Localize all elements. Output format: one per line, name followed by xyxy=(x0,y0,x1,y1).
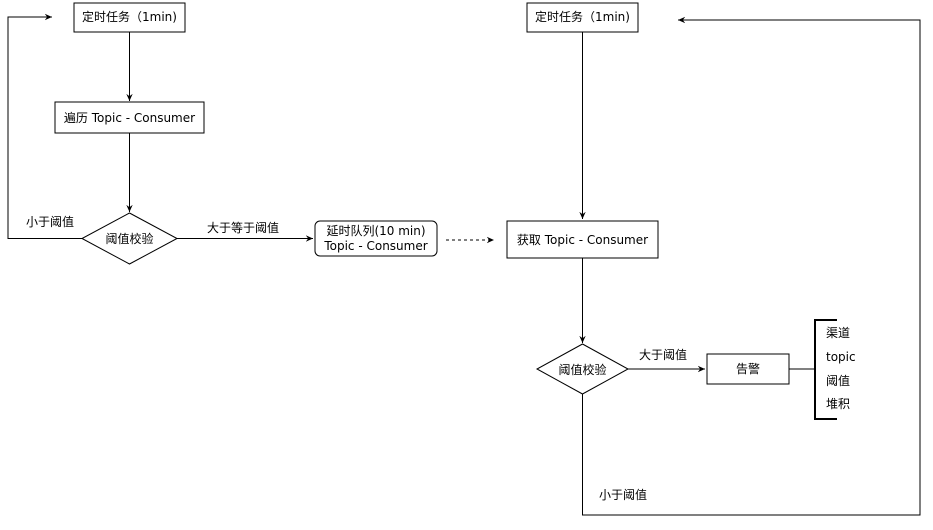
right-less-than-threshold-label: 小于阈值 xyxy=(599,487,647,502)
alarm-label: 告警 xyxy=(736,361,760,376)
right-threshold-check-label: 阈值校验 xyxy=(558,362,606,377)
right-fetch-label: 获取 Topic - Consumer xyxy=(517,233,648,247)
right-cron-task-label: 定时任务（1min) xyxy=(535,9,630,24)
delay-queue-node[interactable]: 延时队列(10 min) Topic - Consumer xyxy=(314,220,438,257)
left-cron-task-label: 定时任务（1min) xyxy=(82,9,177,24)
left-less-than-threshold-label: 小于阈值 xyxy=(26,214,74,229)
left-cron-task-node[interactable]: 定时任务（1min) xyxy=(73,2,186,33)
delay-queue-label-line1: 延时队列(10 min) xyxy=(326,223,425,238)
alarm-detail-item: 堆积 xyxy=(826,397,850,411)
edge-left-less-loop xyxy=(7,13,82,239)
left-traverse-label: 遍历 Topic - Consumer xyxy=(64,111,195,125)
left-ge-threshold-label: 大于等于阈值 xyxy=(207,220,279,235)
alarm-detail-item: 阈值 xyxy=(826,373,850,388)
edge-right-less-loop xyxy=(582,16,921,516)
right-greater-than-threshold-label: 大于阈值 xyxy=(639,347,687,362)
right-fetch-node[interactable]: 获取 Topic - Consumer xyxy=(506,220,659,259)
alarm-detail-item: topic xyxy=(826,350,856,364)
right-cron-task-node[interactable]: 定时任务（1min) xyxy=(526,2,639,33)
alarm-details-bracket xyxy=(814,319,837,420)
left-traverse-node[interactable]: 遍历 Topic - Consumer xyxy=(54,101,205,134)
alarm-detail-item: 渠道 xyxy=(826,326,850,340)
delay-queue-label-line2: Topic - Consumer xyxy=(323,239,427,253)
left-threshold-check-label: 阈值校验 xyxy=(105,231,153,246)
alarm-node[interactable]: 告警 xyxy=(706,353,790,385)
left-threshold-check-node[interactable]: 阈值校验 xyxy=(80,212,179,265)
right-threshold-check-node[interactable]: 阈值校验 xyxy=(535,343,630,395)
